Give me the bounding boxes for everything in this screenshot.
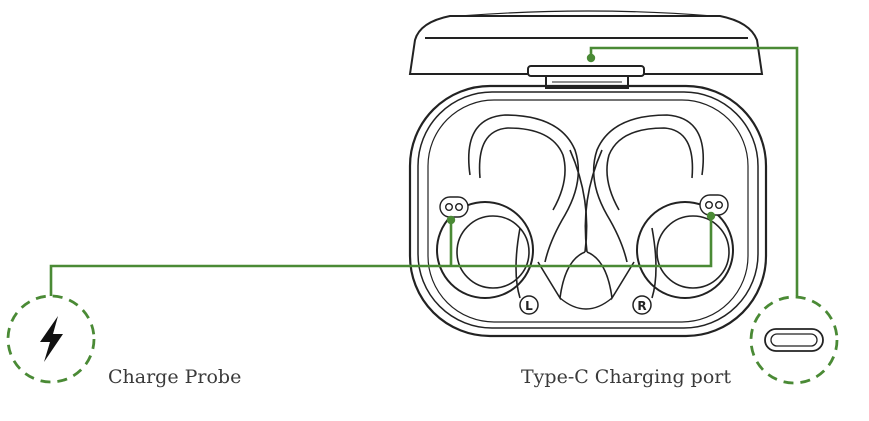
charge-probe-callout — [6, 294, 96, 384]
right-earbud — [584, 114, 734, 301]
left-charge-contacts — [439, 196, 469, 218]
charge-probe-label: Charge Probe — [108, 366, 242, 388]
right-marker-text: R — [637, 299, 646, 313]
case-body — [408, 84, 768, 338]
case-lid — [408, 10, 764, 89]
callout-lines — [49, 46, 799, 298]
left-marker: L — [519, 295, 539, 315]
right-marker: R — [632, 295, 652, 315]
typec-port-label: Type-C Charging port — [521, 366, 731, 388]
typec-callout-line — [589, 46, 799, 296]
callout-dots — [446, 53, 716, 225]
typec-callout — [749, 295, 839, 385]
right-charge-contacts — [699, 194, 729, 216]
left-earbud — [436, 114, 588, 301]
usb-c-port-icon — [764, 328, 824, 352]
charge-probe-callout-line — [49, 218, 713, 298]
left-marker-text: L — [525, 299, 533, 313]
center-divider — [559, 297, 613, 310]
lightning-bolt-icon — [40, 316, 63, 362]
